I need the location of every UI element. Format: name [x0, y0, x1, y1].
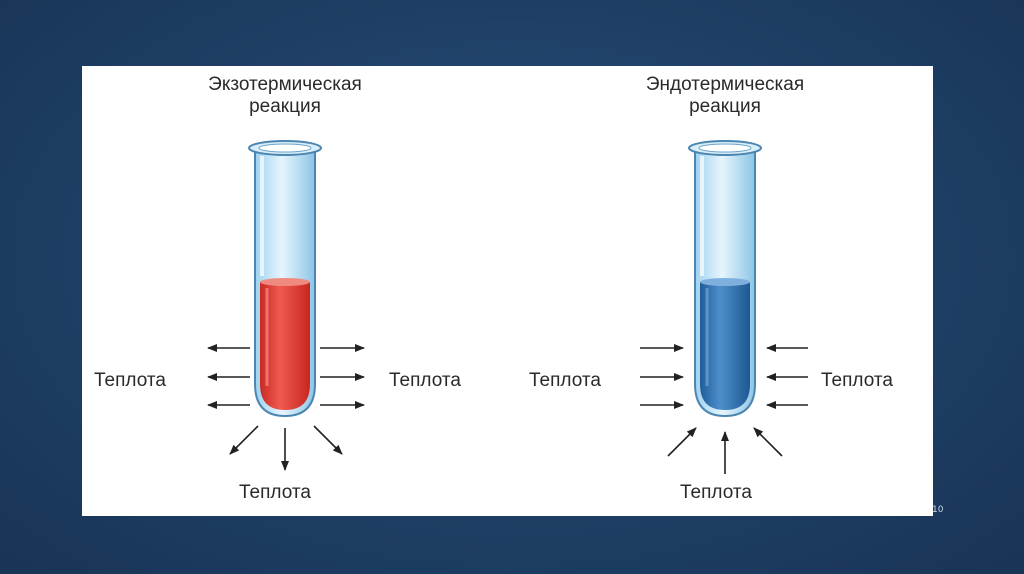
endothermic-heat-bottom-label: Теплота [680, 482, 752, 503]
endothermic-liquid [700, 278, 750, 410]
arrow-down-left [229, 425, 259, 455]
exothermic-title-line2: реакция [249, 96, 321, 117]
slide-number: 10 [932, 505, 944, 515]
arrow-in-bottom-left [667, 427, 697, 457]
slide-canvas: Экзотермическая реакция Теплота Теплота … [82, 66, 933, 516]
endothermic-test-tube [688, 140, 762, 418]
arrow-down-right [313, 425, 343, 455]
endothermic-title-line2: реакция [689, 96, 761, 117]
diagram-svg [207, 140, 808, 474]
endothermic-title: Эндотермическая реакция [595, 74, 855, 118]
endothermic-heat-right-label: Теплота [821, 370, 893, 391]
endothermic-title-line1: Эндотермическая [645, 74, 805, 95]
arrow-in-bottom-right [753, 427, 783, 457]
exothermic-heat-right-label: Теплота [389, 370, 461, 391]
exothermic-test-tube [248, 140, 322, 418]
exothermic-heat-arrows [207, 344, 365, 471]
exothermic-heat-left-label: Теплота [94, 370, 166, 391]
exothermic-title: Экзотермическая реакция [155, 74, 415, 118]
exothermic-title-line1: Экзотермическая [208, 74, 362, 95]
exothermic-heat-bottom-label: Теплота [239, 482, 311, 503]
endothermic-heat-left-label: Теплота [529, 370, 601, 391]
endothermic-heat-arrows [640, 344, 808, 474]
exothermic-liquid [260, 278, 310, 410]
